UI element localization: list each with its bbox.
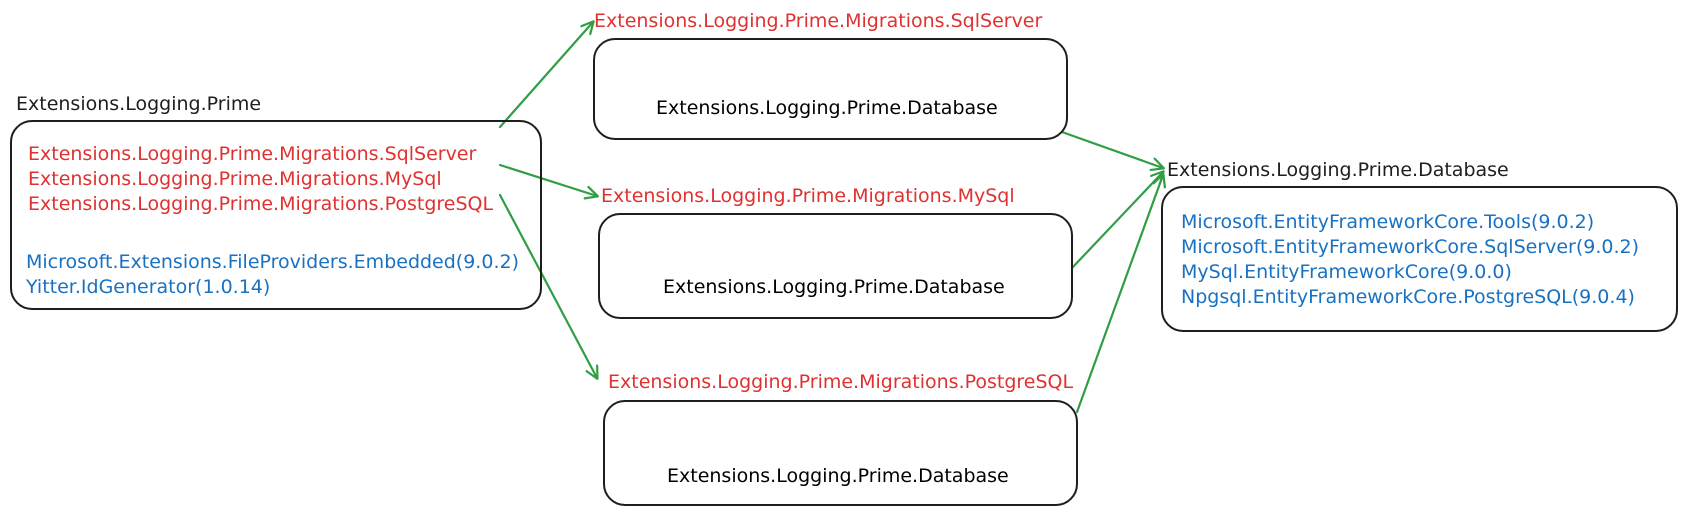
database-title: Extensions.Logging.Prime.Database [1167,159,1509,181]
database-box: Microsoft.EntityFrameworkCore.Tools(9.0.… [1161,186,1678,332]
sqlserver-node-box: Extensions.Logging.Prime.Database [593,38,1068,140]
source-migration-sqlserver: Extensions.Logging.Prime.Migrations.SqlS… [28,143,477,165]
mysql-node-content: Extensions.Logging.Prime.Database [663,276,1005,298]
postgresql-node-title: Extensions.Logging.Prime.Migrations.Post… [608,371,1074,393]
source-package-idgenerator: Yitter.IdGenerator(1.0.14) [26,276,271,298]
database-package-mysql: MySql.EntityFrameworkCore(9.0.0) [1181,261,1512,283]
mysql-node-box: Extensions.Logging.Prime.Database [598,213,1073,319]
sqlserver-node-content: Extensions.Logging.Prime.Database [656,97,998,119]
database-package-npgsql: Npgsql.EntityFrameworkCore.PostgreSQL(9.… [1181,286,1635,308]
arrow-sqlserver-to-database [1060,130,1163,168]
arrow-source-to-sqlserver [498,22,593,129]
source-migration-postgresql: Extensions.Logging.Prime.Migrations.Post… [28,193,494,215]
arrow-source-to-mysql [498,163,597,196]
database-package-tools: Microsoft.EntityFrameworkCore.Tools(9.0.… [1181,211,1595,233]
source-box: Extensions.Logging.Prime.Migrations.SqlS… [10,120,542,310]
source-package-fileproviders: Microsoft.Extensions.FileProviders.Embed… [26,251,519,273]
mysql-node-title: Extensions.Logging.Prime.Migrations.MySq… [601,185,1015,207]
sqlserver-node-title: Extensions.Logging.Prime.Migrations.SqlS… [594,10,1043,32]
source-migration-mysql: Extensions.Logging.Prime.Migrations.MySq… [28,168,442,190]
source-title: Extensions.Logging.Prime [16,93,262,115]
postgresql-node-box: Extensions.Logging.Prime.Database [603,400,1078,506]
arrow-source-to-postgresql [498,193,597,378]
database-package-sqlserver: Microsoft.EntityFrameworkCore.SqlServer(… [1181,236,1640,258]
arrow-mysql-to-database [1070,172,1163,270]
arrow-postgresql-to-database [1075,175,1163,414]
postgresql-node-content: Extensions.Logging.Prime.Database [667,465,1009,487]
